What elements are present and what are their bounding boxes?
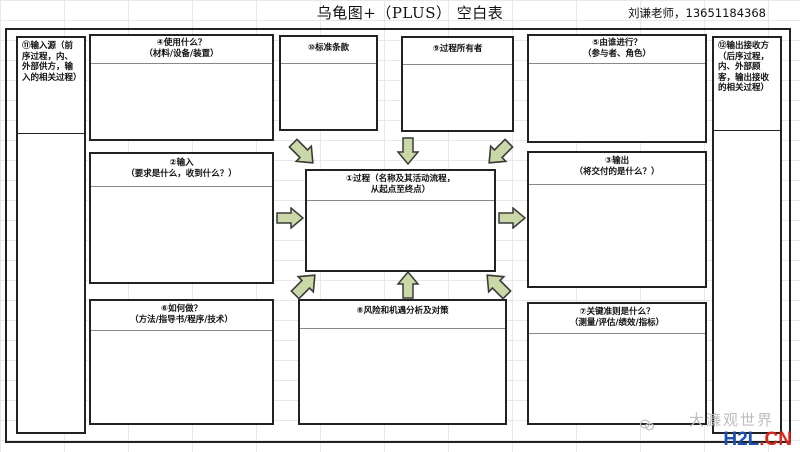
risk-label: ⑧风险和机遇分析及对策 (300, 301, 505, 329)
arrow-input-to-process-icon (276, 207, 304, 229)
who-performs-title: ⑤由谁进行？ (592, 38, 642, 48)
arrow-how-to-process-icon (290, 270, 320, 300)
arrow-used-to-process-icon (288, 138, 318, 168)
output-box[interactable]: ③输出 （将交付的是什么？） (527, 151, 707, 288)
arrow-who-to-process-icon (484, 138, 514, 168)
process-box[interactable]: ①过程（名称及其活动流程， 从起点至终点） (305, 169, 496, 272)
what-used-box[interactable]: ④使用什么？ （材料/设备/装置） (89, 34, 274, 141)
how-done-sub: （方法/指导书/程序/技术） (130, 315, 233, 325)
input-supplier-label: ⑪输入源（前序过程，内、外部供方，输入的相关过程） (22, 41, 82, 83)
how-done-title: ⑥如何做？ (160, 304, 203, 314)
input-box[interactable]: ②输入 （要求是什么，收到什么？） (89, 152, 274, 284)
arrow-process-to-output-icon (498, 207, 526, 229)
who-performs-box[interactable]: ⑤由谁进行？ （参与者、角色） (527, 34, 707, 143)
h2l-logo: H2L.CN (723, 430, 792, 450)
key-criteria-box[interactable]: ⑦关键准则是什么？ （测量/评估/绩效/指标） (527, 302, 707, 425)
output-receiver-label: ⑫输出接收方（后序过程，内、外部顾客，输出接收的相关过程） (718, 41, 770, 93)
output-sub: （将交付的是什么？） (574, 167, 660, 177)
key-criteria-title: ⑦关键准则是什么？ (579, 307, 655, 317)
how-done-box[interactable]: ⑥如何做？ （方法/指导书/程序/技术） (89, 299, 274, 425)
what-used-title: ④使用什么？ (156, 38, 207, 48)
author-contact: 刘谦老师，13651184368 (628, 6, 766, 20)
output-receiver-body[interactable] (712, 130, 782, 434)
input-sub: （要求是什么，收到什么？） (126, 169, 237, 179)
logo-cn: .CN (759, 429, 792, 450)
arrow-owner-to-process-icon (394, 137, 422, 165)
standard-clause-label: ⑩标准条款 (281, 37, 376, 64)
logo-h2l: H2L (723, 429, 760, 450)
page-title: 乌龟图+（PLUS） 空白表 (316, 4, 504, 22)
input-supplier-body[interactable] (16, 133, 86, 434)
key-criteria-header: ⑦关键准则是什么？ （测量/评估/绩效/指标） (529, 304, 705, 334)
output-receiver-top: ⑫输出接收方（后序过程，内、外部顾客，输出接收的相关过程） (712, 36, 782, 132)
process-owner-box[interactable]: ⑨过程所有者 (401, 36, 514, 132)
input-supplier-top: ⑪输入源（前序过程，内、外部供方，输入的相关过程） (16, 36, 86, 135)
arrow-risk-to-process-icon (394, 271, 422, 299)
what-used-sub: （材料/设备/装置） (144, 49, 219, 59)
standard-clause-box[interactable]: ⑩标准条款 (279, 35, 378, 131)
output-header: ③输出 （将交付的是什么？） (529, 153, 705, 185)
arrow-criteria-to-process-icon (482, 270, 512, 300)
input-title: ②输入 (169, 158, 194, 168)
process-sub: 从起点至终点） (370, 185, 431, 195)
who-performs-sub: （参与者、角色） (582, 49, 651, 59)
turtle-diagram-frame (5, 28, 791, 443)
key-criteria-sub: （测量/评估/绩效/指标） (569, 318, 665, 328)
process-header: ①过程（名称及其活动流程， 从起点至终点） (307, 171, 494, 201)
how-done-header: ⑥如何做？ （方法/指导书/程序/技术） (91, 301, 272, 331)
output-title: ③输出 (604, 156, 630, 166)
input-header: ②输入 （要求是什么，收到什么？） (91, 154, 272, 187)
who-performs-header: ⑤由谁进行？ （参与者、角色） (529, 36, 705, 64)
what-used-header: ④使用什么？ （材料/设备/装置） (91, 36, 272, 64)
process-title: ①过程（名称及其活动流程， (345, 174, 456, 184)
process-owner-label: ⑨过程所有者 (403, 38, 512, 65)
watermark-text: 大濂观世界 (688, 411, 774, 429)
wechat-icon (639, 416, 655, 431)
risk-box[interactable]: ⑧风险和机遇分析及对策 (298, 299, 507, 425)
